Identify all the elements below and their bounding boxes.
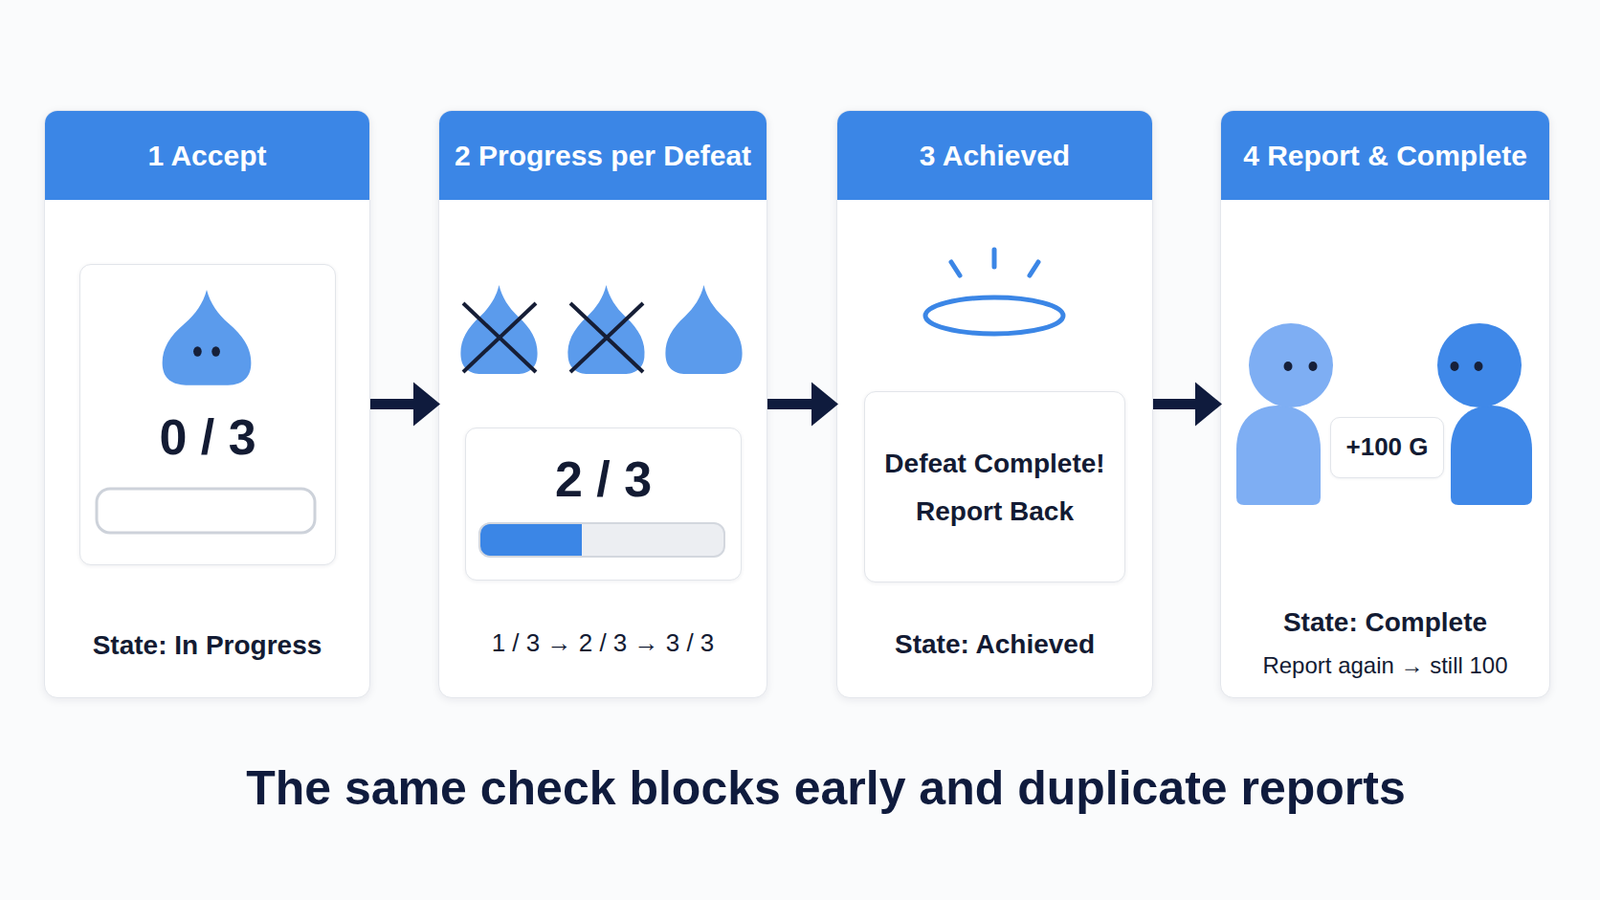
figure-head	[1248, 323, 1334, 408]
shine-ray	[951, 262, 960, 276]
shine-ray	[1029, 262, 1039, 276]
figure-eye	[1284, 361, 1293, 372]
slime-icon	[162, 289, 252, 386]
step-card: 3 AchievedState: Achieved Defeat Complete…	[836, 110, 1154, 699]
defeat-cross	[570, 303, 644, 373]
state-note: Report again → still 100	[1221, 648, 1550, 684]
reward-tag: +100 G	[1330, 417, 1445, 479]
status-box: Defeat Complete! Report Back	[864, 391, 1126, 583]
figure-eye	[1450, 361, 1460, 372]
defeat-cross	[463, 303, 536, 373]
defeat-cross	[463, 303, 536, 373]
status-message: Defeat Complete! Report Back	[865, 440, 1125, 536]
state-label: State: Complete	[1221, 603, 1550, 643]
slime-icon	[665, 285, 742, 375]
step-header: 4 Report & Complete	[1221, 111, 1550, 200]
state-label: State: Achieved	[837, 625, 1153, 665]
slime-eye	[211, 346, 221, 356]
progress-bar	[479, 523, 725, 557]
counter-value: 2 / 3	[466, 450, 741, 509]
figure-head	[1437, 323, 1522, 408]
step-card: 2 Progress per Defeat 1 / 3 → 2 / 3 → 3 /…	[438, 110, 768, 699]
counter-box: 2 / 3	[465, 427, 742, 581]
progress-sequence: 1 / 3 → 2 / 3 → 3 / 3	[439, 623, 767, 663]
flow-arrow	[1153, 399, 1196, 410]
step-card: 4 Report & CompleteState: CompleteReport…	[1220, 110, 1551, 699]
step-card: 1 AcceptState: In Progress 0 / 3	[44, 110, 371, 699]
slime-icon	[460, 285, 537, 375]
client-figure	[1437, 323, 1533, 506]
flow-arrow	[767, 399, 812, 410]
state-label: State: In Progress	[44, 626, 370, 666]
step-header: 2 Progress per Defeat	[439, 111, 767, 200]
figure-eye	[1474, 361, 1484, 372]
slime-body	[162, 289, 252, 386]
figure-body	[1236, 405, 1321, 506]
slime-icon	[567, 285, 645, 375]
defeat-cross	[570, 303, 644, 373]
figure-eye	[1309, 361, 1318, 372]
progress-fill	[570, 524, 582, 556]
figure-body	[1450, 405, 1533, 506]
caption-text: The same check blocks early and duplicat…	[25, 759, 1600, 818]
reward-amount: +100 G	[1331, 418, 1444, 477]
counter-box: 0 / 3	[79, 264, 336, 566]
progress-fill	[480, 524, 582, 556]
slime-eye	[193, 346, 202, 356]
shine-ray	[992, 249, 998, 267]
slime-body	[665, 285, 742, 375]
halo-icon	[925, 297, 1064, 334]
flow-arrow	[370, 399, 414, 410]
progress-bar	[96, 488, 315, 534]
slime-body	[460, 285, 537, 375]
slime-body	[567, 285, 645, 375]
counter-value: 0 / 3	[80, 408, 335, 467]
player-figure	[1236, 323, 1334, 506]
step-header: 1 Accept	[44, 111, 370, 200]
step-header: 3 Achieved	[837, 111, 1153, 200]
